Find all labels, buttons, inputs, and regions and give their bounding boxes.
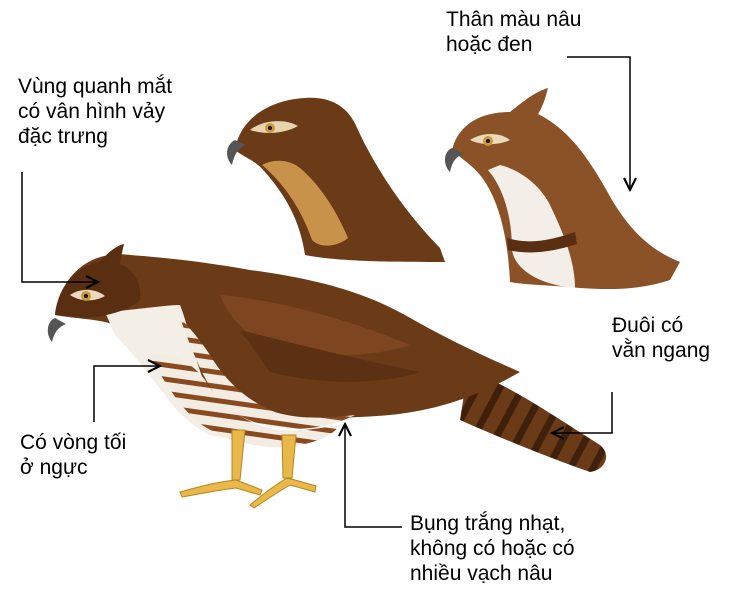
label-tail-bars: Đuôi có vằn ngang: [612, 313, 710, 363]
head-light-morph: [445, 88, 680, 289]
leader-belly: [345, 424, 402, 527]
label-belly: Bụng trắng nhạt, không có hoặc có nhiều …: [410, 511, 575, 586]
label-chest-ring: Có vòng tối ở ngực: [20, 430, 126, 480]
head-dark-morph: [227, 98, 445, 262]
hawk-body: [48, 244, 520, 447]
label-body-color: Thân màu nâu hoặc đen: [446, 7, 581, 57]
label-eye-pattern: Vùng quanh mắt có vân hình vảy đặc trưng: [18, 74, 172, 149]
